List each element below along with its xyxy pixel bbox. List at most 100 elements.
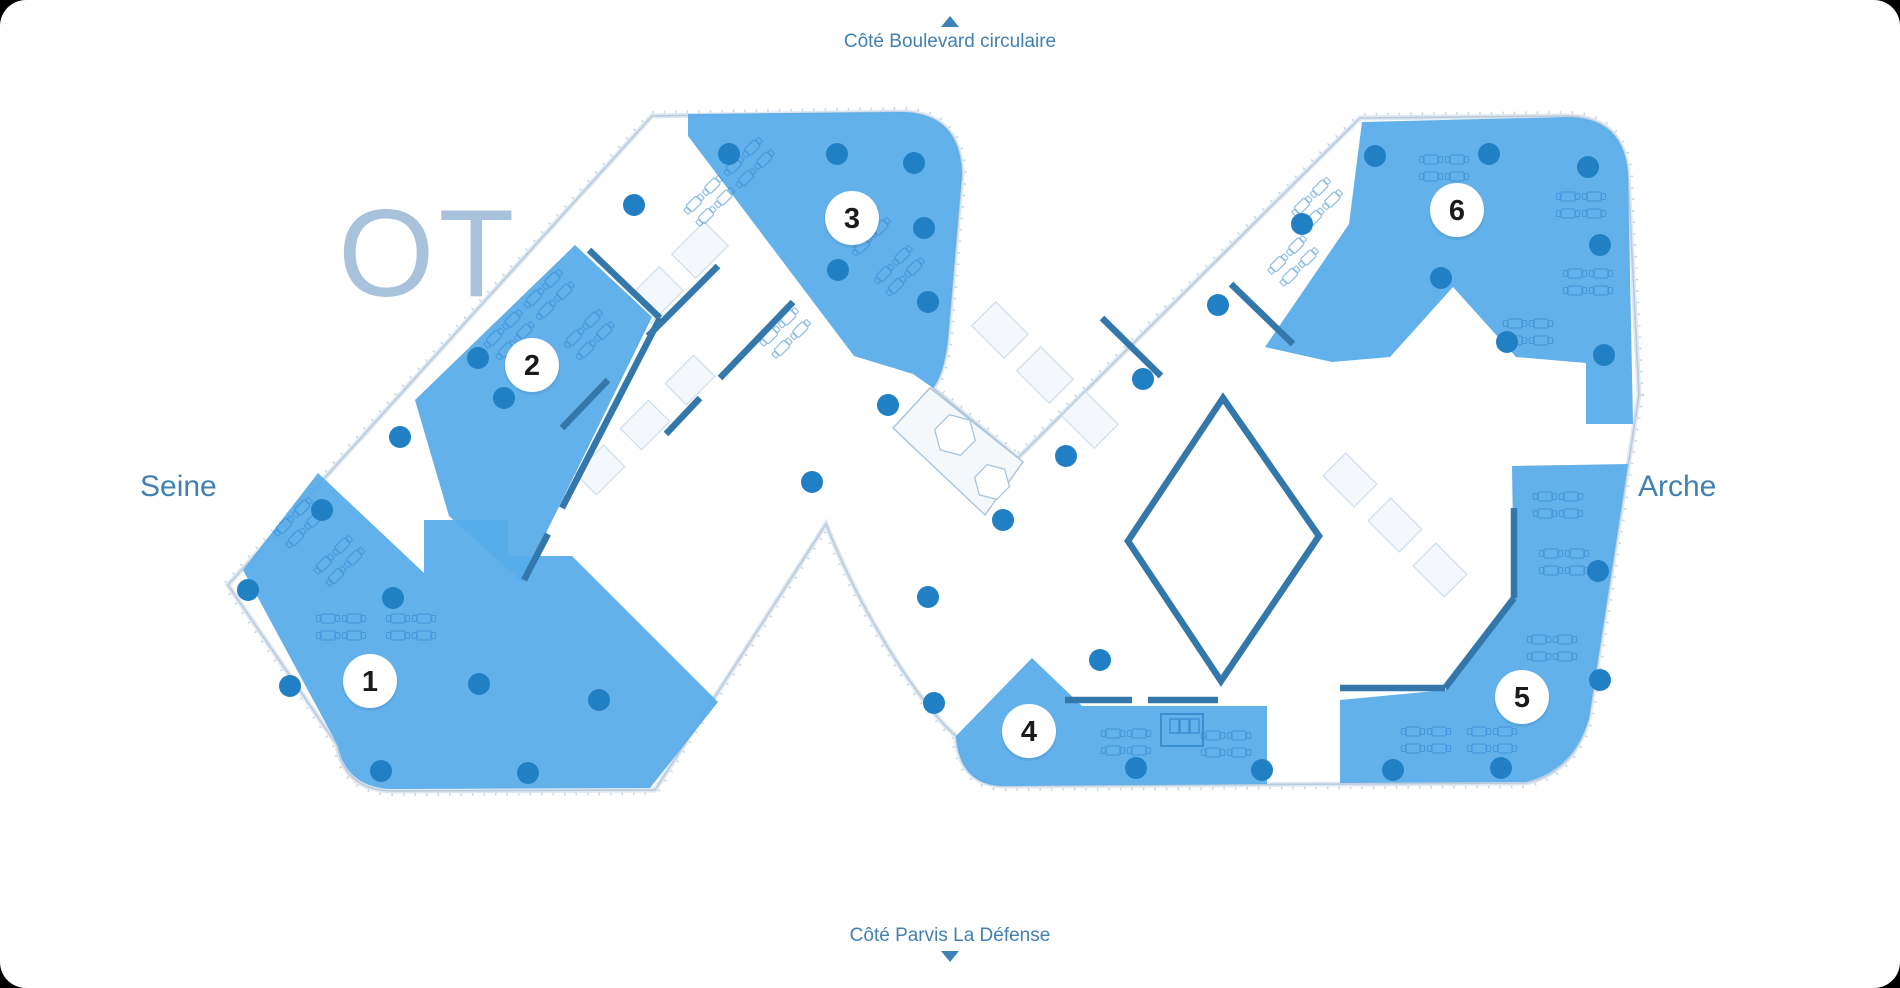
map-dot[interactable] — [588, 689, 610, 711]
desk-cluster — [1532, 491, 1584, 519]
room-outline — [970, 300, 1030, 360]
desk-cluster — [313, 535, 365, 587]
desk-cluster — [1100, 728, 1152, 756]
zone-area-2[interactable] — [415, 245, 652, 582]
desk-cluster — [1538, 548, 1590, 576]
map-dot[interactable] — [1132, 368, 1154, 390]
map-dot[interactable] — [493, 387, 515, 409]
room-outline — [664, 354, 716, 406]
map-dot[interactable] — [623, 194, 645, 216]
zone-marker-number: 1 — [362, 666, 378, 698]
zone-marker-number: 4 — [1021, 716, 1037, 748]
desk-cluster — [385, 613, 437, 641]
nav-bottom-label: Côté Parvis La Défense — [849, 925, 1051, 946]
watermark-logo: OT — [338, 185, 519, 323]
map-dot[interactable] — [1382, 759, 1404, 781]
zone-marker-number: 2 — [524, 350, 540, 382]
room-outline — [1412, 542, 1468, 598]
zone-marker-number: 3 — [844, 203, 860, 235]
map-dot[interactable] — [1251, 759, 1273, 781]
map-dot[interactable] — [903, 152, 925, 174]
map-dot[interactable] — [468, 673, 490, 695]
up-arrow-icon[interactable] — [941, 16, 959, 27]
desk-cluster — [1267, 235, 1319, 287]
map-dot[interactable] — [1589, 234, 1611, 256]
map-dot[interactable] — [826, 143, 848, 165]
desk-cluster — [563, 309, 615, 361]
map-dot[interactable] — [517, 762, 539, 784]
room-outline — [1322, 452, 1378, 508]
desk-cluster — [483, 309, 535, 361]
corridor-wall — [1442, 596, 1517, 690]
core-walls — [1124, 392, 1323, 687]
map-dot[interactable] — [801, 471, 823, 493]
zone-marker-6[interactable]: 6 — [1429, 183, 1485, 240]
map-dot[interactable] — [923, 692, 945, 714]
zone-marker-4[interactable]: 4 — [1001, 704, 1057, 761]
map-dot[interactable] — [827, 259, 849, 281]
map-dot[interactable] — [718, 143, 740, 165]
side-label-seine: Seine — [140, 470, 217, 503]
map-dot[interactable] — [917, 586, 939, 608]
map-dot[interactable] — [877, 394, 899, 416]
zone-marker-number: 6 — [1449, 195, 1465, 227]
map-dot[interactable] — [1207, 294, 1229, 316]
map-dot[interactable] — [370, 760, 392, 782]
desk-cluster — [683, 175, 735, 227]
room-outline — [1367, 497, 1423, 553]
desk-cluster — [1466, 726, 1518, 754]
zone-marker-3[interactable]: 3 — [824, 191, 880, 248]
zone-area-5[interactable] — [1340, 464, 1628, 783]
map-dot[interactable] — [389, 426, 411, 448]
map-dot[interactable] — [382, 587, 404, 609]
map-dot[interactable] — [237, 579, 259, 601]
room-outline — [1060, 390, 1120, 450]
room-outline — [670, 220, 730, 280]
zone-area-3[interactable] — [688, 112, 962, 388]
map-dot[interactable] — [1364, 145, 1386, 167]
desk-cluster — [1526, 634, 1578, 662]
nav-parvis-la-defense[interactable]: Côté Parvis La Défense — [800, 925, 1100, 962]
map-dot[interactable] — [1125, 757, 1147, 779]
corridor-wall — [663, 395, 703, 437]
desk-cluster — [1200, 730, 1252, 758]
zone-marker-5[interactable]: 5 — [1494, 670, 1550, 727]
corridor-wall — [645, 263, 721, 339]
desk-cluster — [1400, 726, 1452, 754]
map-dot[interactable] — [917, 291, 939, 313]
room-outline — [619, 399, 671, 451]
map-dot[interactable] — [1593, 344, 1615, 366]
desk-cluster — [315, 613, 367, 641]
desk-cluster — [1562, 268, 1614, 296]
map-dot[interactable] — [1430, 267, 1452, 289]
map-dot[interactable] — [467, 347, 489, 369]
map-dot[interactable] — [1587, 560, 1609, 582]
corridor-wall — [521, 532, 551, 582]
map-dot[interactable] — [992, 509, 1014, 531]
map-dot[interactable] — [1291, 213, 1313, 235]
corridor-wall — [717, 299, 796, 381]
corridor-wall — [559, 377, 611, 431]
side-label-arche: Arche — [1638, 470, 1717, 503]
desk-cluster — [1555, 191, 1607, 219]
map-dot[interactable] — [1589, 669, 1611, 691]
map-dot[interactable] — [1577, 156, 1599, 178]
nav-boulevard-circulaire[interactable]: Côté Boulevard circulaire — [800, 16, 1100, 53]
zone-marker-2[interactable]: 2 — [504, 338, 560, 395]
map-dot[interactable] — [311, 499, 333, 521]
map-dot[interactable] — [913, 217, 935, 239]
map-dot[interactable] — [1496, 331, 1518, 353]
map-dot[interactable] — [1490, 757, 1512, 779]
corridor-wall — [559, 316, 663, 510]
desk-cluster — [523, 269, 575, 321]
map-dot[interactable] — [1089, 649, 1111, 671]
map-dot[interactable] — [1055, 445, 1077, 467]
zone-marker-number: 5 — [1514, 682, 1530, 714]
down-arrow-icon[interactable] — [941, 951, 959, 962]
room-outline — [1015, 345, 1075, 405]
map-dot[interactable] — [1478, 143, 1500, 165]
map-dot[interactable] — [279, 675, 301, 697]
zone-marker-1[interactable]: 1 — [342, 654, 398, 711]
